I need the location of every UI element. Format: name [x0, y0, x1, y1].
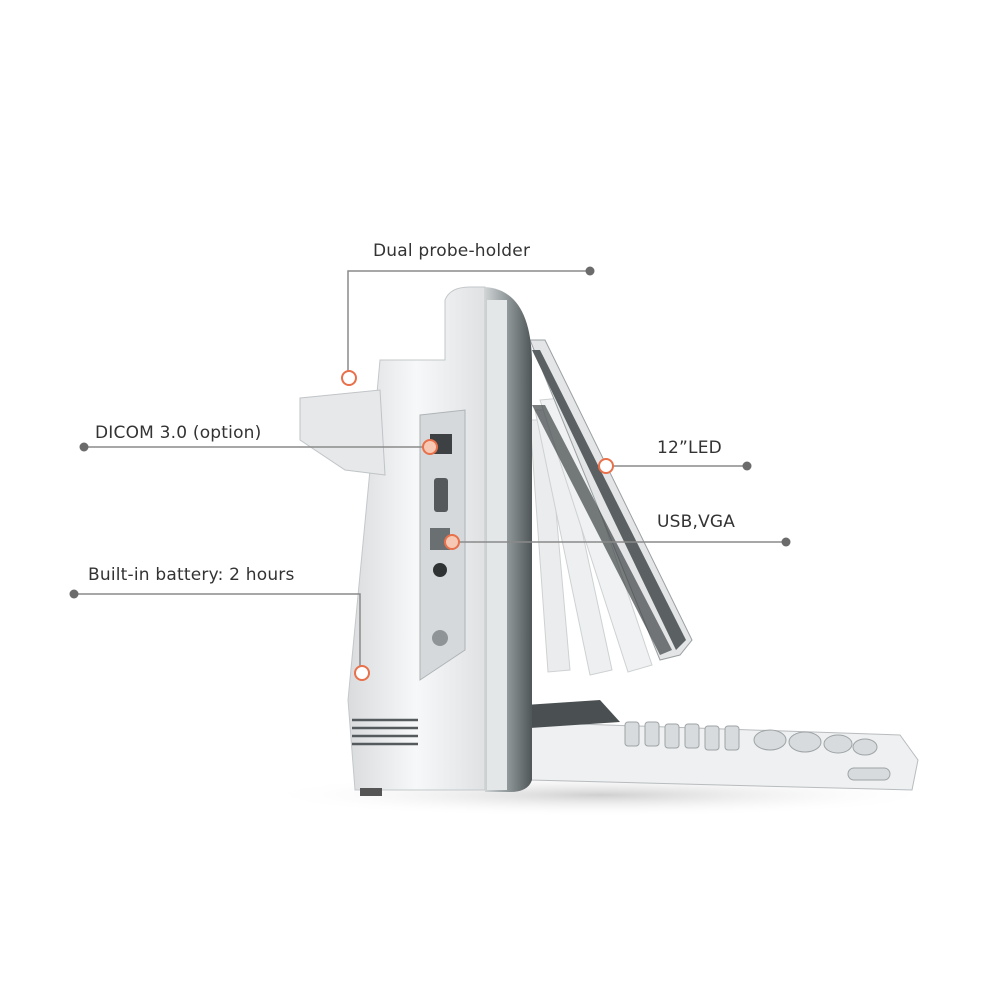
- led-screen: [529, 339, 693, 661]
- vent-grille: [352, 718, 418, 746]
- callout-probe-holder: Dual probe-holder: [373, 241, 531, 261]
- callout-markers: [341, 370, 614, 681]
- power-jack: [433, 563, 447, 577]
- probe-holder-leader: [347, 270, 590, 372]
- callout-dicom: DICOM 3.0 (option): [95, 423, 262, 443]
- dot-icon: [79, 442, 89, 452]
- callout-end-dots: [69, 266, 791, 599]
- marker-ring-icon: [422, 439, 438, 455]
- dot-icon: [585, 266, 595, 276]
- probe-holder: [299, 389, 386, 476]
- callout-led: 12”LED: [657, 438, 722, 458]
- dot-icon: [742, 461, 752, 471]
- marker-ring-icon: [444, 534, 460, 550]
- callout-usb-vga: USB,VGA: [657, 512, 736, 532]
- marker-ring-icon: [341, 370, 357, 386]
- ground-terminal: [432, 630, 448, 646]
- keyboard-base: [519, 700, 919, 791]
- dot-icon: [781, 537, 791, 547]
- marker-ring-icon: [598, 458, 614, 474]
- callout-battery: Built-in battery: 2 hours: [88, 565, 295, 585]
- vga-port: [434, 478, 448, 512]
- marker-ring-icon: [354, 665, 370, 681]
- main-body: [299, 286, 532, 796]
- dot-icon: [69, 589, 79, 599]
- callout-lines: [74, 270, 786, 666]
- battery-leader: [74, 593, 361, 666]
